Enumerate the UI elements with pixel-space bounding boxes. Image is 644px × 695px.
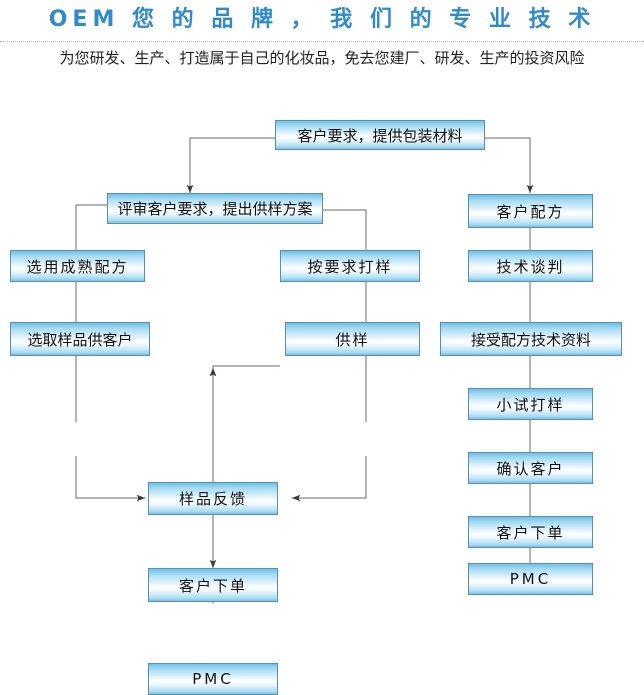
node-sample-per-requirement[interactable]: 按要求打样 (280, 250, 420, 282)
node-supply-sample[interactable]: 供样 (285, 322, 420, 356)
page-header: OEM 您 的 品 牌 ， 我 们 的 专 业 技 术 为您研发、生产、打造属于… (0, 0, 644, 71)
node-customer-requirement-packaging[interactable]: 客户要求，提供包装材料 (275, 120, 485, 150)
node-review-requirement-sampling-plan[interactable]: 评审客户要求，提出供样方案 (107, 193, 323, 224)
flowchart: 客户要求，提供包装材料 评审客户要求，提出供样方案 客户配方 选用成熟配方 按要… (0, 100, 644, 695)
node-pmc-right[interactable]: PMC (468, 563, 593, 595)
node-technical-negotiation[interactable]: 技术谈判 (468, 250, 593, 282)
header-divider (0, 41, 644, 42)
node-confirm-customer[interactable]: 确认客户 (468, 452, 593, 484)
node-pick-sample-for-customer[interactable]: 选取样品供客户 (10, 322, 150, 356)
node-customer-formula[interactable]: 客户配方 (468, 194, 593, 228)
node-accept-formula-tech-docs[interactable]: 接受配方技术资料 (440, 322, 622, 356)
node-sample-feedback[interactable]: 样品反馈 (148, 482, 278, 515)
flowchart-connectors (75, 137, 534, 603)
page-title: OEM 您 的 品 牌 ， 我 们 的 专 业 技 术 (48, 7, 596, 32)
node-pmc-left[interactable]: PMC (148, 663, 278, 695)
node-trial-sample[interactable]: 小试打样 (468, 388, 593, 420)
page-subtitle: 为您研发、生产、打造属于自己的化妆品，免去您建厂、研发、生产的投资风险 (59, 49, 585, 67)
node-customer-order-right[interactable]: 客户下单 (468, 516, 593, 548)
node-customer-order-left[interactable]: 客户下单 (148, 568, 278, 602)
node-select-mature-formula[interactable]: 选用成熟配方 (10, 250, 145, 282)
